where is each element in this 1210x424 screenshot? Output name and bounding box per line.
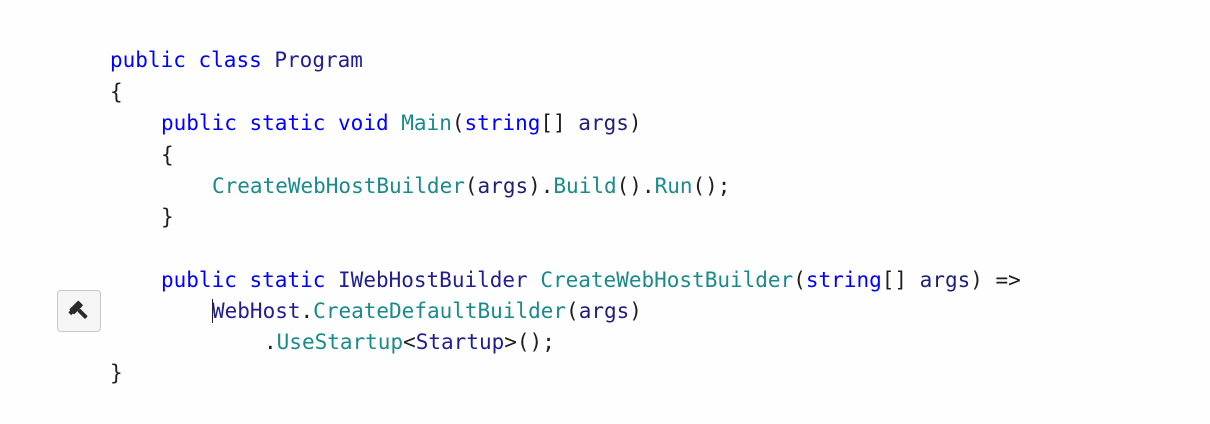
punctuation: [] bbox=[540, 111, 579, 135]
code-line[interactable]: } bbox=[110, 358, 123, 389]
parameter: args bbox=[919, 268, 971, 292]
punctuation: ). bbox=[528, 174, 554, 198]
punctuation: } bbox=[161, 205, 174, 229]
punctuation: < bbox=[403, 330, 416, 354]
method-name: CreateWebHostBuilder bbox=[212, 174, 465, 198]
method-name: CreateDefaultBuilder bbox=[313, 299, 567, 323]
parameter: args bbox=[578, 299, 630, 323]
punctuation: >(); bbox=[504, 330, 555, 354]
whitespace bbox=[237, 111, 250, 135]
hammer-icon bbox=[68, 300, 88, 319]
punctuation: ( bbox=[451, 111, 465, 135]
code-line[interactable]: { bbox=[110, 77, 123, 108]
punctuation: (); bbox=[692, 174, 731, 198]
code-line[interactable]: public static void Main(string[] args) bbox=[161, 108, 642, 139]
keyword: public bbox=[161, 111, 237, 135]
class-name: WebHost bbox=[212, 299, 301, 323]
code-line[interactable]: WebHost.CreateDefaultBuilder(args) bbox=[212, 296, 642, 327]
text-caret bbox=[212, 299, 213, 323]
keyword: string bbox=[805, 268, 882, 292]
whitespace bbox=[325, 111, 338, 135]
whitespace bbox=[186, 48, 199, 72]
method-name: Run bbox=[654, 174, 693, 198]
keyword: public bbox=[110, 48, 186, 72]
punctuation: ( bbox=[793, 268, 806, 292]
whitespace bbox=[262, 48, 275, 72]
punctuation: } bbox=[110, 361, 123, 385]
punctuation: { bbox=[161, 143, 174, 167]
class-name: Program bbox=[274, 48, 363, 72]
punctuation: . bbox=[300, 299, 314, 323]
keyword: class bbox=[198, 48, 262, 72]
code-line[interactable]: public class Program bbox=[110, 45, 363, 76]
punctuation: ) bbox=[628, 111, 642, 135]
method-name: Build bbox=[553, 174, 617, 198]
code-line[interactable]: public static IWebHostBuilder CreateWebH… bbox=[161, 265, 1021, 296]
quick-actions-button[interactable] bbox=[57, 290, 101, 332]
whitespace bbox=[389, 111, 402, 135]
punctuation: . bbox=[264, 330, 277, 354]
punctuation: [] bbox=[881, 268, 920, 292]
keyword: string bbox=[464, 111, 541, 135]
keyword: public bbox=[161, 268, 237, 292]
code-line[interactable]: { bbox=[161, 140, 174, 171]
keyword: void bbox=[338, 111, 389, 135]
punctuation: { bbox=[110, 80, 123, 104]
punctuation: ) bbox=[629, 299, 642, 323]
code-line[interactable]: CreateWebHostBuilder(args).Build().Run()… bbox=[212, 171, 730, 202]
whitespace bbox=[528, 268, 541, 292]
class-name: Startup bbox=[415, 330, 505, 354]
method-name: CreateWebHostBuilder bbox=[540, 268, 794, 292]
keyword: static bbox=[249, 268, 326, 292]
parameter: args bbox=[578, 111, 629, 135]
code-line[interactable]: .UseStartup<Startup>(); bbox=[264, 327, 555, 358]
punctuation: ( bbox=[566, 299, 579, 323]
type-name: IWebHostBuilder bbox=[338, 268, 528, 292]
method-name: Main bbox=[401, 111, 452, 135]
method-name: UseStartup bbox=[276, 330, 404, 354]
code-line[interactable]: } bbox=[161, 202, 174, 233]
whitespace bbox=[325, 268, 338, 292]
punctuation: ( bbox=[464, 174, 478, 198]
keyword: static bbox=[249, 111, 326, 135]
whitespace bbox=[237, 268, 250, 292]
parameter: args bbox=[477, 174, 529, 198]
punctuation: ) => bbox=[970, 268, 1021, 292]
punctuation: (). bbox=[616, 174, 655, 198]
